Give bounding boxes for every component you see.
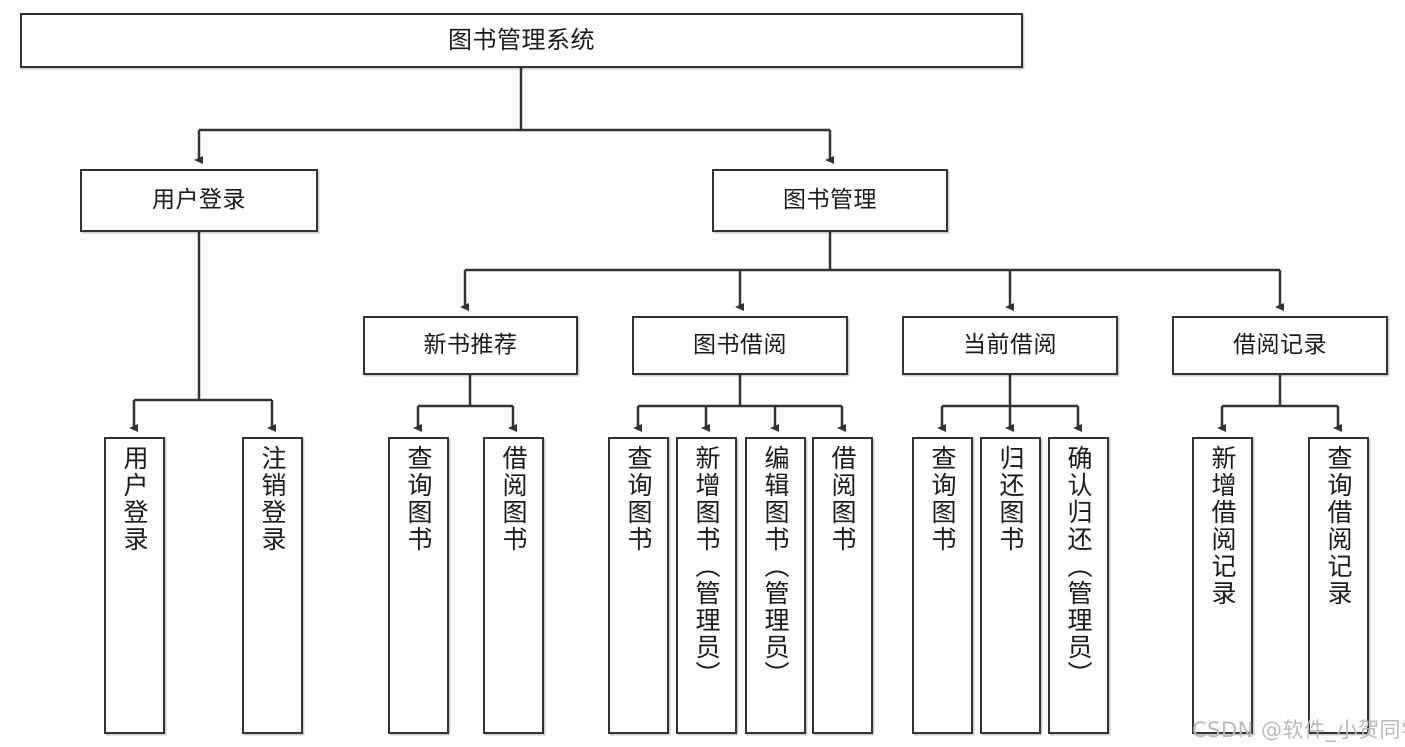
- node-label: 用户登录: [152, 186, 246, 213]
- node-current-borrow[interactable]: 当前借阅: [902, 316, 1118, 375]
- node-label: 新书推荐: [423, 331, 518, 358]
- node-leaf-add-book-admin[interactable]: 新增图书（管理员）: [676, 437, 737, 734]
- node-leaf-query-book-current[interactable]: 查询图书: [912, 437, 973, 734]
- node-leaf-borrow-book[interactable]: 借阅图书: [812, 437, 873, 734]
- node-user-login[interactable]: 用户登录: [80, 169, 318, 232]
- node-leaf-logout[interactable]: 注销登录: [242, 437, 303, 734]
- node-label: 图书管理: [783, 186, 877, 213]
- node-label: 用户登录: [120, 445, 149, 553]
- node-label: 归还图书: [996, 445, 1025, 553]
- node-book-borrow[interactable]: 图书借阅: [632, 316, 848, 375]
- node-label: 查询图书: [404, 445, 433, 553]
- node-label: 借阅记录: [1233, 331, 1327, 358]
- node-leaf-add-borrow-record[interactable]: 新增借阅记录: [1192, 437, 1253, 734]
- node-label: 确认归还（管理员）: [1064, 445, 1093, 688]
- node-label: 图书管理系统: [448, 26, 595, 55]
- node-label: 借阅图书: [828, 445, 857, 553]
- node-label: 当前借阅: [963, 331, 1057, 358]
- node-leaf-return-book[interactable]: 归还图书: [980, 437, 1041, 734]
- node-leaf-query-borrow-record[interactable]: 查询借阅记录: [1308, 437, 1369, 734]
- node-label: 借阅图书: [499, 445, 528, 553]
- node-leaf-query-book-recommend[interactable]: 查询图书: [388, 437, 449, 734]
- node-root-book-management-system[interactable]: 图书管理系统: [20, 13, 1023, 68]
- node-label: 查询图书: [624, 445, 653, 553]
- watermark-text: CSDN @软件_小贺同学: [1192, 718, 1405, 742]
- node-label: 查询借阅记录: [1324, 445, 1353, 607]
- node-label: 查询图书: [928, 445, 957, 553]
- node-leaf-query-book-borrow[interactable]: 查询图书: [608, 437, 669, 734]
- node-leaf-confirm-return-admin[interactable]: 确认归还（管理员）: [1048, 437, 1109, 734]
- node-leaf-edit-book-admin[interactable]: 编辑图书（管理员）: [745, 437, 806, 734]
- node-book-management[interactable]: 图书管理: [712, 169, 948, 232]
- node-leaf-user-login[interactable]: 用户登录: [104, 437, 165, 734]
- node-label: 新增借阅记录: [1208, 445, 1237, 607]
- node-label: 编辑图书（管理员）: [761, 445, 790, 688]
- node-borrow-record[interactable]: 借阅记录: [1172, 316, 1388, 375]
- node-leaf-borrow-book-recommend[interactable]: 借阅图书: [483, 437, 544, 734]
- node-new-book-recommend[interactable]: 新书推荐: [363, 316, 578, 375]
- node-label: 注销登录: [258, 445, 287, 553]
- node-label: 新增图书（管理员）: [692, 445, 721, 688]
- node-label: 图书借阅: [693, 331, 787, 358]
